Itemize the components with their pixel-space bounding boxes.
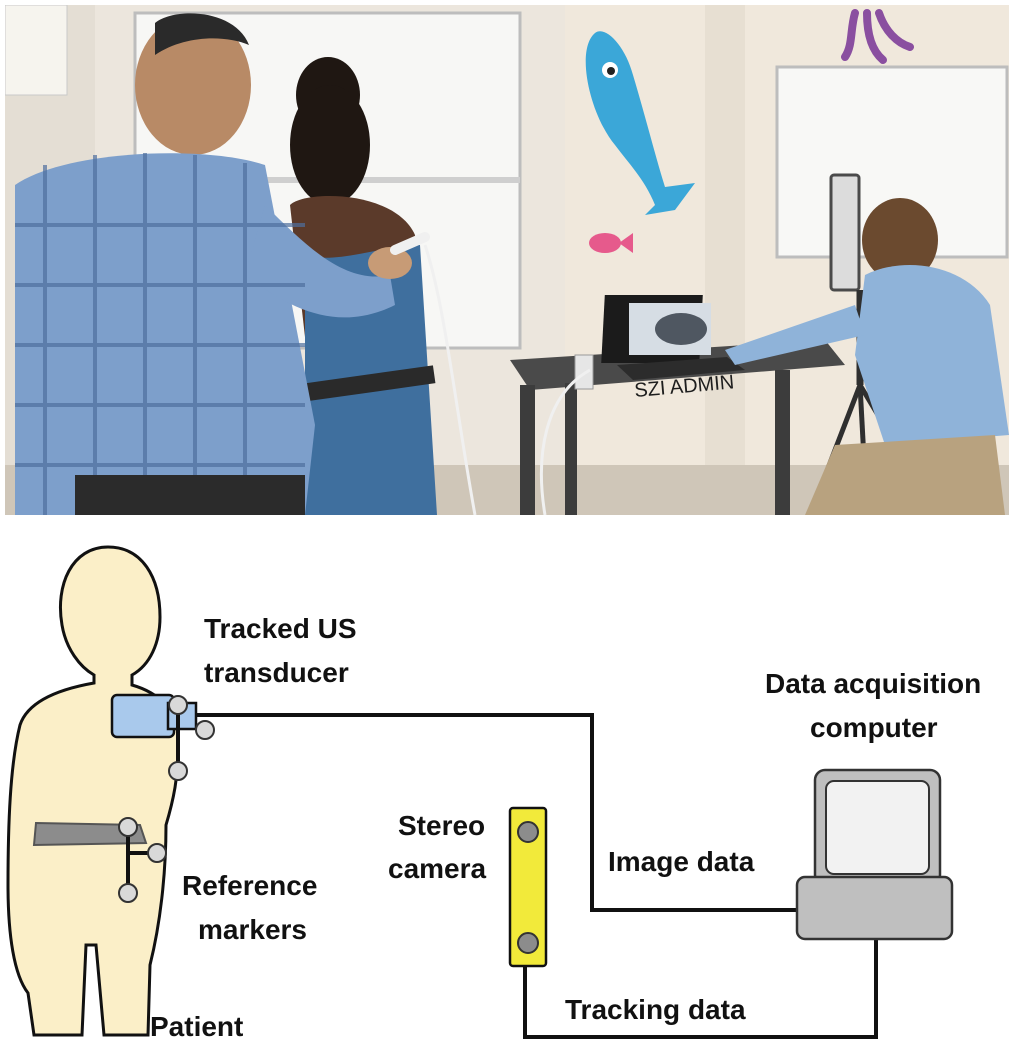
- reference-label: Reference: [182, 870, 317, 901]
- poster: [5, 5, 68, 96]
- tracking-data-label: Tracking data: [565, 994, 746, 1025]
- image-data-cable: [196, 713, 800, 912]
- operator-person: [725, 198, 1009, 515]
- patient-label: Patient: [150, 1011, 243, 1042]
- transducer-body: [110, 693, 176, 739]
- camera-lens: [517, 821, 539, 843]
- computer-label: computer: [810, 712, 938, 743]
- laptop: [601, 295, 745, 380]
- transducer-label: transducer: [204, 657, 349, 688]
- patient-silhouette: [6, 545, 180, 1037]
- acquisition-computer: [795, 768, 954, 941]
- reference-label: markers: [198, 914, 307, 945]
- system-schematic: Tracked US transducer Data acquisition c…: [6, 545, 981, 1042]
- whale-sticker: [585, 31, 695, 215]
- clinical-setup-photo: SZI ADMIN: [5, 5, 1009, 515]
- reference-marker: [147, 843, 167, 863]
- reference-marker: [118, 817, 138, 837]
- reference-marker: [118, 883, 138, 903]
- transducer-marker: [168, 761, 188, 781]
- octopus-sticker: [841, 9, 914, 64]
- computer-label: Data acquisition: [765, 668, 981, 699]
- stereo-camera: [508, 806, 548, 968]
- transducer-marker: [168, 695, 188, 715]
- fish-sticker: [589, 233, 633, 253]
- reference-belt: [32, 821, 148, 847]
- camera-label: camera: [388, 853, 487, 884]
- image-data-label: Image data: [608, 846, 755, 877]
- camera-label: Stereo: [398, 810, 485, 841]
- camera-lens: [517, 932, 539, 954]
- transducer-marker: [195, 720, 215, 740]
- sonographer-person: [15, 13, 430, 515]
- tracking-data-cable: [523, 937, 878, 1039]
- transducer-label: Tracked US: [204, 613, 357, 644]
- probe-cable: [423, 244, 477, 515]
